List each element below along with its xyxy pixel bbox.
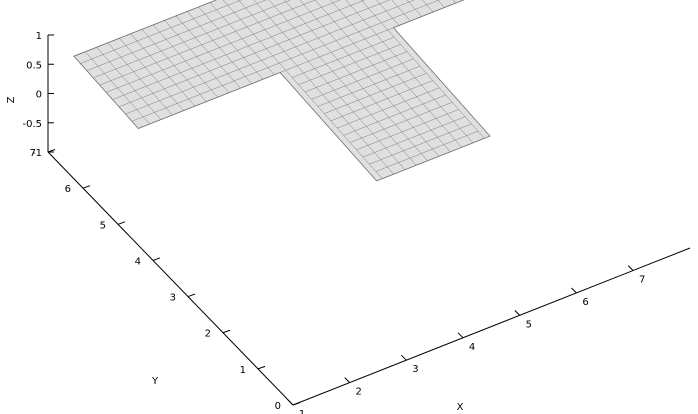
- x-tick-label: 7: [639, 275, 645, 286]
- x-tick-label: 5: [526, 319, 532, 330]
- y-axis-line: [47, 151, 294, 406]
- y-tick-label: 2: [205, 329, 211, 340]
- mesh-line: [369, 123, 472, 165]
- mesh-line: [131, 0, 440, 122]
- ticks-layer: 123456701234567-1-0.500.51: [22, 31, 645, 414]
- z-tick-label: 0: [36, 90, 42, 101]
- mesh-line: [93, 0, 291, 79]
- z-tick-label: -1: [32, 148, 42, 159]
- mesh-line: [345, 0, 474, 144]
- mesh-line: [406, 0, 422, 17]
- mesh-line: [330, 0, 462, 148]
- mesh-line: [118, 0, 390, 108]
- mesh-line: [106, 0, 341, 93]
- y-tick: [222, 329, 231, 334]
- mesh-line: [298, 44, 401, 85]
- mesh-line: [317, 65, 421, 107]
- mesh-line: [356, 109, 459, 151]
- mesh-line: [222, 0, 383, 179]
- y-tick: [187, 293, 196, 298]
- surface-fill: [73, 0, 491, 182]
- y-tick-label: 6: [65, 184, 71, 195]
- surface-layer: [73, 0, 491, 182]
- z-tick-label: 0.5: [26, 60, 42, 71]
- y-tick-label: 0: [275, 401, 281, 412]
- y-tick: [117, 221, 126, 225]
- x-tick: [627, 265, 634, 271]
- x-tick-label: 1: [299, 409, 305, 414]
- x-tick-label: 6: [582, 297, 588, 308]
- mesh-line: [314, 0, 451, 152]
- mesh-line: [99, 0, 316, 86]
- x-tick: [514, 310, 521, 316]
- mesh-line: [343, 94, 446, 136]
- mesh-line: [362, 116, 466, 158]
- y-tick-label: 1: [240, 365, 246, 376]
- z-tick-label: 1: [36, 31, 42, 42]
- mesh-line: [324, 73, 427, 114]
- mesh-line: [360, 0, 485, 139]
- surface-mesh: [73, 0, 485, 179]
- labels-layer: X Y Z: [6, 96, 464, 413]
- mesh-line: [391, 0, 411, 22]
- y-tick-label: 5: [100, 220, 106, 231]
- mesh-line: [330, 80, 433, 122]
- mesh-line: [382, 138, 485, 179]
- x-tick-label: 4: [469, 342, 475, 353]
- mesh-line: [86, 0, 267, 71]
- y-tick: [292, 402, 301, 406]
- z-axis-label: Z: [6, 96, 17, 103]
- z-tick-label: -0.5: [22, 119, 42, 130]
- x-tick: [401, 354, 407, 361]
- mesh-line: [268, 0, 417, 166]
- mesh-line: [350, 101, 453, 143]
- mesh-line: [299, 0, 440, 157]
- x-tick: [457, 332, 464, 339]
- y-tick-label: 3: [170, 293, 176, 304]
- y-tick: [257, 365, 266, 370]
- mesh-line: [292, 36, 395, 78]
- mesh-line: [238, 0, 394, 175]
- mesh-line: [73, 0, 217, 57]
- x-tick: [344, 377, 351, 383]
- y-tick: [82, 185, 91, 189]
- y-axis-label: Y: [151, 376, 159, 387]
- mesh-line: [311, 58, 414, 100]
- mesh-line: [80, 0, 242, 64]
- mesh-line: [337, 87, 440, 129]
- mesh-line: [304, 51, 408, 93]
- x-axis-label: X: [457, 402, 464, 413]
- mesh-line: [284, 0, 428, 161]
- x-tick-label: 3: [412, 364, 418, 375]
- x-tick-label: 2: [356, 387, 362, 398]
- mesh-line: [138, 0, 465, 129]
- y-tick: [152, 257, 161, 261]
- y-tick-label: 4: [135, 256, 141, 267]
- mesh-line: [376, 0, 400, 26]
- x-tick: [571, 287, 577, 294]
- x-axis-line: [292, 247, 691, 406]
- x-tick: [287, 399, 294, 406]
- mesh-line: [375, 130, 478, 172]
- mesh-line: [125, 0, 415, 115]
- mesh-line: [112, 0, 366, 100]
- mesh-line: [253, 0, 406, 170]
- y-tick-label: 7: [30, 148, 36, 159]
